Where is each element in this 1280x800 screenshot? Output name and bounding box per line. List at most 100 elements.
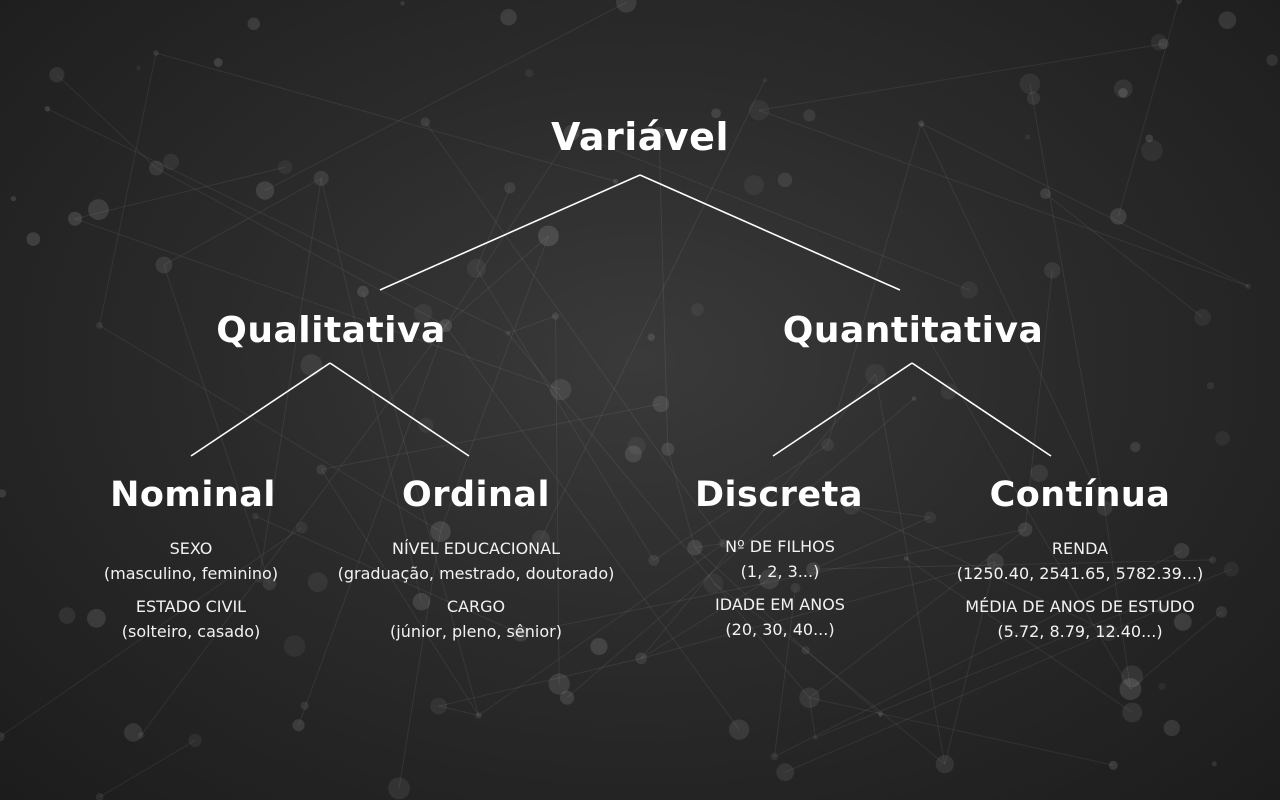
example-item: Nº DE FILHOS (1, 2, 3...): [715, 534, 845, 584]
background-dot: [26, 232, 41, 246]
node-continua: Contínua: [989, 475, 1171, 515]
background-line: [640, 578, 770, 659]
background-line: [445, 132, 573, 326]
background-dot: [136, 65, 141, 70]
background-dot: [300, 354, 323, 377]
connector-qualitativa-to-nominal: [190, 362, 331, 457]
background-dot: [613, 178, 619, 184]
node-quantitativa: Quantitativa: [782, 310, 1044, 351]
background-line: [99, 52, 157, 326]
background-dot: [647, 333, 656, 341]
background-dot: [255, 181, 275, 200]
background-dot: [627, 436, 646, 455]
background-dot: [960, 281, 978, 299]
background-line: [1117, 0, 1180, 217]
background-dot: [986, 553, 1004, 571]
background-line: [773, 587, 797, 757]
background-dot: [420, 117, 430, 127]
background-dot: [711, 108, 721, 119]
background-line: [424, 121, 724, 544]
background-dot: [759, 569, 780, 590]
background-dot: [1019, 73, 1041, 94]
background-dot: [1119, 678, 1142, 701]
background-line: [1104, 508, 1131, 690]
background-dot: [295, 521, 308, 534]
background-line: [921, 123, 1249, 287]
background-dot: [550, 379, 572, 401]
background-dot: [1245, 283, 1251, 289]
background-dot: [138, 732, 145, 739]
background-dot: [940, 383, 957, 400]
example-item: IDADE EM ANOS (20, 30, 40...): [715, 592, 845, 642]
node-ordinal: Ordinal: [401, 475, 551, 515]
background-line: [851, 505, 931, 518]
background-line: [74, 166, 286, 220]
background-dot: [162, 153, 180, 170]
background-dot: [1141, 139, 1163, 162]
background-dot: [1110, 208, 1127, 225]
background-dot: [801, 646, 810, 655]
background-line: [827, 123, 922, 446]
background-line: [476, 187, 511, 269]
background-dot: [300, 701, 309, 710]
background-dot: [799, 687, 820, 709]
background-line: [321, 403, 661, 470]
background-line: [155, 52, 616, 182]
background-dot: [153, 50, 159, 56]
background-dot: [1158, 682, 1166, 691]
background-dot: [58, 607, 76, 624]
background-dot: [1215, 606, 1228, 618]
background-dot: [254, 573, 265, 583]
background-dot: [262, 576, 277, 591]
nominal-examples: SEXO (masculino, feminino) ESTADO CIVIL …: [104, 536, 278, 652]
example-values: (5.72, 8.79, 12.40...): [997, 622, 1163, 641]
background-dot: [88, 199, 109, 221]
background-dot: [525, 68, 534, 78]
background-dot: [1206, 381, 1215, 390]
background-dot: [538, 225, 559, 247]
background-line: [640, 561, 996, 659]
background-dot: [44, 106, 51, 112]
background-dot: [1121, 665, 1144, 688]
background-dot: [1163, 719, 1180, 737]
connector-qualitativa-to-ordinal: [329, 362, 470, 457]
background-line: [694, 547, 807, 651]
background-dot: [563, 124, 580, 141]
background-line: [809, 529, 1026, 699]
background-line: [874, 374, 946, 765]
background-dot: [1145, 134, 1154, 143]
background-dot: [307, 572, 328, 593]
background-line: [520, 528, 1026, 635]
background-dot: [776, 763, 795, 782]
background-dot: [313, 170, 329, 187]
example-values: (graduação, mestrado, doutorado): [337, 564, 615, 583]
background-line: [571, 132, 970, 291]
background-line: [47, 108, 509, 334]
example-item: CARGO (júnior, pleno, sênior): [338, 594, 615, 644]
background-dot: [1108, 760, 1118, 770]
background-line: [812, 516, 931, 570]
background-dot: [1158, 38, 1169, 50]
background-dot: [548, 673, 570, 695]
background-line: [784, 608, 1163, 773]
background-dot: [616, 0, 637, 13]
background-dot: [924, 511, 936, 524]
background-dot: [504, 182, 516, 194]
background-dot: [624, 445, 642, 463]
background-dot: [283, 635, 306, 657]
background-dot: [728, 719, 750, 740]
background-lines: [0, 0, 1249, 798]
background-dot: [1118, 87, 1128, 98]
background-dot: [1026, 91, 1041, 105]
background-dot: [551, 312, 560, 320]
connector-quantitativa-to-discreta: [772, 362, 913, 457]
example-name: RENDA: [1051, 539, 1109, 558]
background-dot: [49, 67, 65, 83]
background-dot: [719, 539, 728, 548]
background-line: [774, 550, 1182, 758]
background-dot: [1024, 134, 1031, 140]
background-line: [478, 543, 724, 716]
background-line: [438, 657, 642, 707]
background-dot: [1175, 0, 1182, 5]
